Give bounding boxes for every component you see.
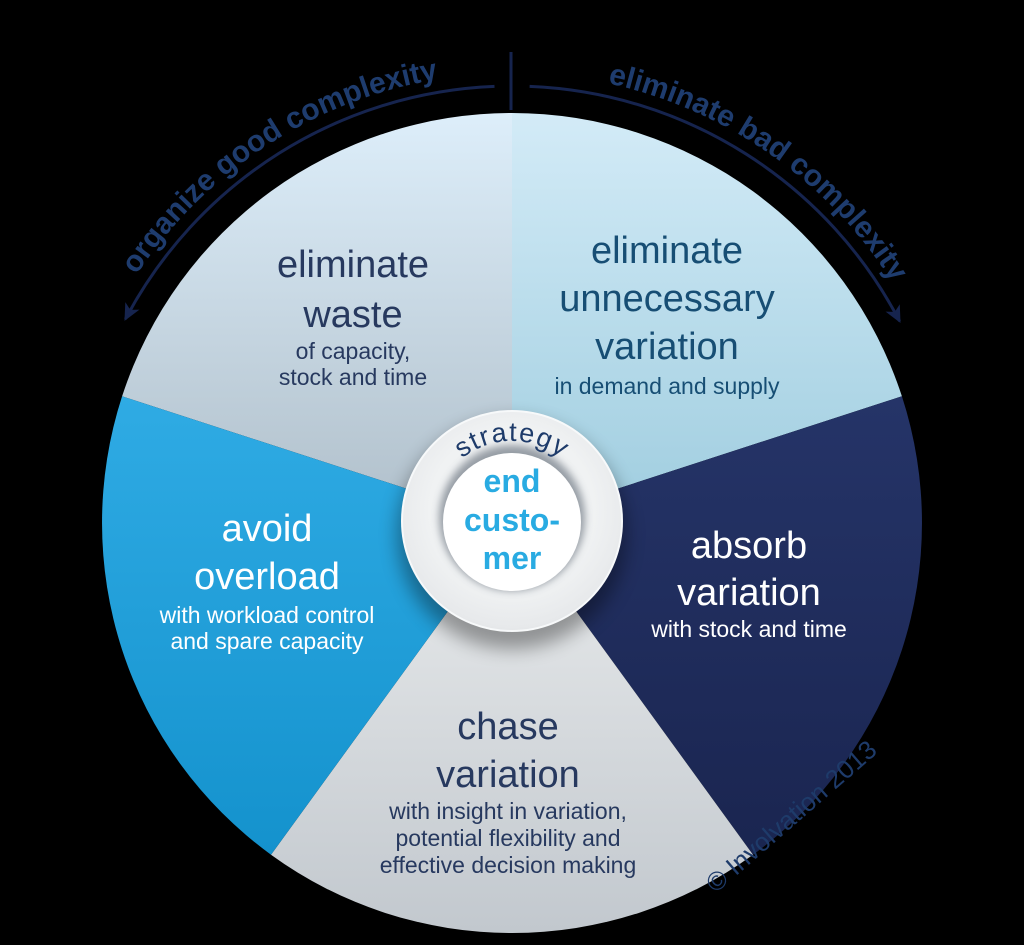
segment-title-line: avoid [222,508,313,550]
segment-eliminate-waste [122,113,512,523]
segment-subtitle-line: in demand and supply [554,373,780,399]
segment-title-line: chase [457,706,558,748]
segment-subtitle-line: with insight in variation, [388,798,627,824]
hub-center-line: custo- [464,502,560,538]
hub: strategy end custo- mer [397,410,627,649]
label-eliminate-waste: eliminate waste of capacity, stock and t… [277,244,429,390]
label-chase-variation: chase variation with insight in variatio… [380,706,637,878]
right-curved-arrow [529,84,901,323]
segment-subtitle-line: potential flexibility and [395,825,620,851]
segment-title-line: variation [677,572,821,614]
label-eliminate-unnecessary-variation: eliminate unnecessary variation in deman… [554,230,780,399]
label-avoid-overload: avoid overload with workload control and… [159,508,375,654]
segment-title-line: eliminate [591,230,743,272]
segment-subtitle-line: with stock and time [650,616,847,642]
hub-center-circle [443,453,581,591]
segment-subtitle-line: effective decision making [380,852,637,878]
segment-chase-variation [271,523,753,934]
hub-center-line: end [484,463,541,499]
segment-title-line: unnecessary [559,278,774,320]
segment-subtitle-line: and spare capacity [170,628,364,654]
segment-title-line: waste [302,294,402,336]
segment-subtitle-line: of capacity, [296,338,411,364]
left-curved-arrow [124,84,495,321]
segment-subtitle-line: stock and time [279,364,427,390]
hub-center-line: mer [483,540,542,576]
segment-title-line: overload [194,556,340,598]
segment-eliminate-unnecessary-variation [512,113,902,523]
segment-title-line: variation [595,326,739,368]
segment-subtitle-line: with workload control [159,602,375,628]
segment-title-line: absorb [691,525,807,567]
label-absorb-variation: absorb variation with stock and time [650,525,847,642]
segment-title-line: variation [436,754,580,796]
segment-title-line: eliminate [277,244,429,286]
